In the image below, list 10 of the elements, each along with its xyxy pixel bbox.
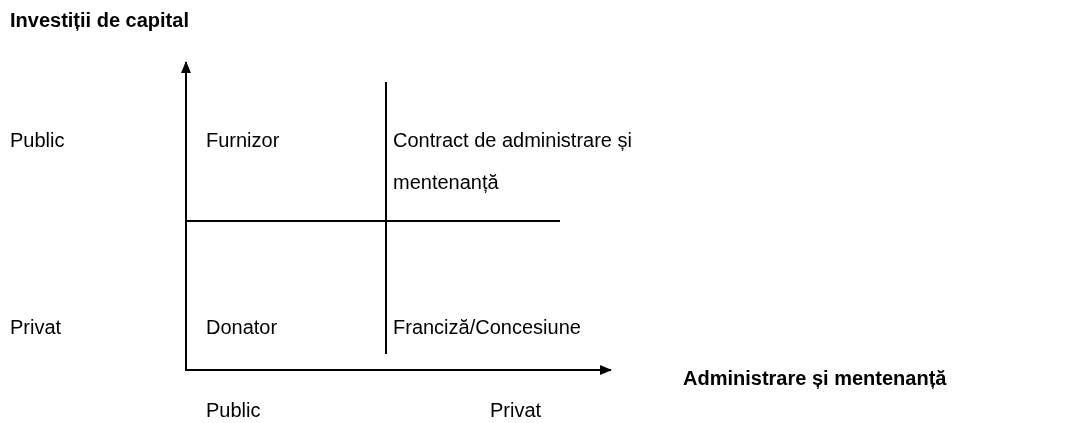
title: Investiții de capital — [10, 8, 189, 33]
quadrant-label: Furnizor — [206, 128, 280, 153]
row-label: Public — [10, 128, 65, 153]
column-label: Public — [206, 398, 261, 423]
axis-label: Administrare și mentenanță — [683, 366, 947, 391]
quadrant-label: Franciză/Concesiune — [393, 315, 581, 340]
column-label: Privat — [490, 398, 542, 423]
quadrant-label: Donator — [206, 315, 278, 340]
quadrant-label: Contract de administrare și mentenanță — [393, 128, 633, 195]
row-label: Privat — [10, 315, 62, 340]
